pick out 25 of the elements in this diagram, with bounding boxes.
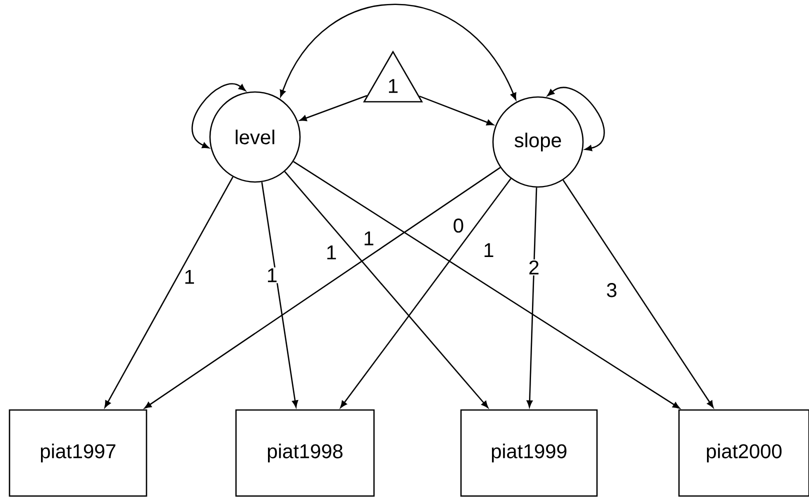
arrow <box>419 96 494 126</box>
edge-label: 1 <box>324 244 338 260</box>
edge-label: 1 <box>182 268 196 285</box>
arrow <box>526 188 538 408</box>
arrow <box>340 178 512 408</box>
arrow <box>562 180 714 408</box>
arrow <box>261 182 298 408</box>
edge-label: 2 <box>527 259 540 276</box>
arrow <box>300 95 368 122</box>
edge-label: 1 <box>265 267 279 284</box>
edge-label: 1 <box>362 230 376 246</box>
arrow <box>144 167 501 409</box>
edge-label: 1 <box>482 242 496 258</box>
observed-box: piat1997 <box>8 409 148 497</box>
observed-box: piat2000 <box>678 409 809 497</box>
self-loop-arrow <box>547 87 605 152</box>
arrow <box>284 171 488 408</box>
arrow <box>293 161 680 409</box>
curved-arrow <box>280 4 516 100</box>
edge-label: 0 <box>452 218 465 234</box>
self-loop-arrow <box>192 83 246 148</box>
observed-box: piat1999 <box>460 409 598 497</box>
edge-label: 3 <box>605 282 618 298</box>
observed-box: piat1998 <box>235 409 375 497</box>
arrow <box>104 176 234 408</box>
